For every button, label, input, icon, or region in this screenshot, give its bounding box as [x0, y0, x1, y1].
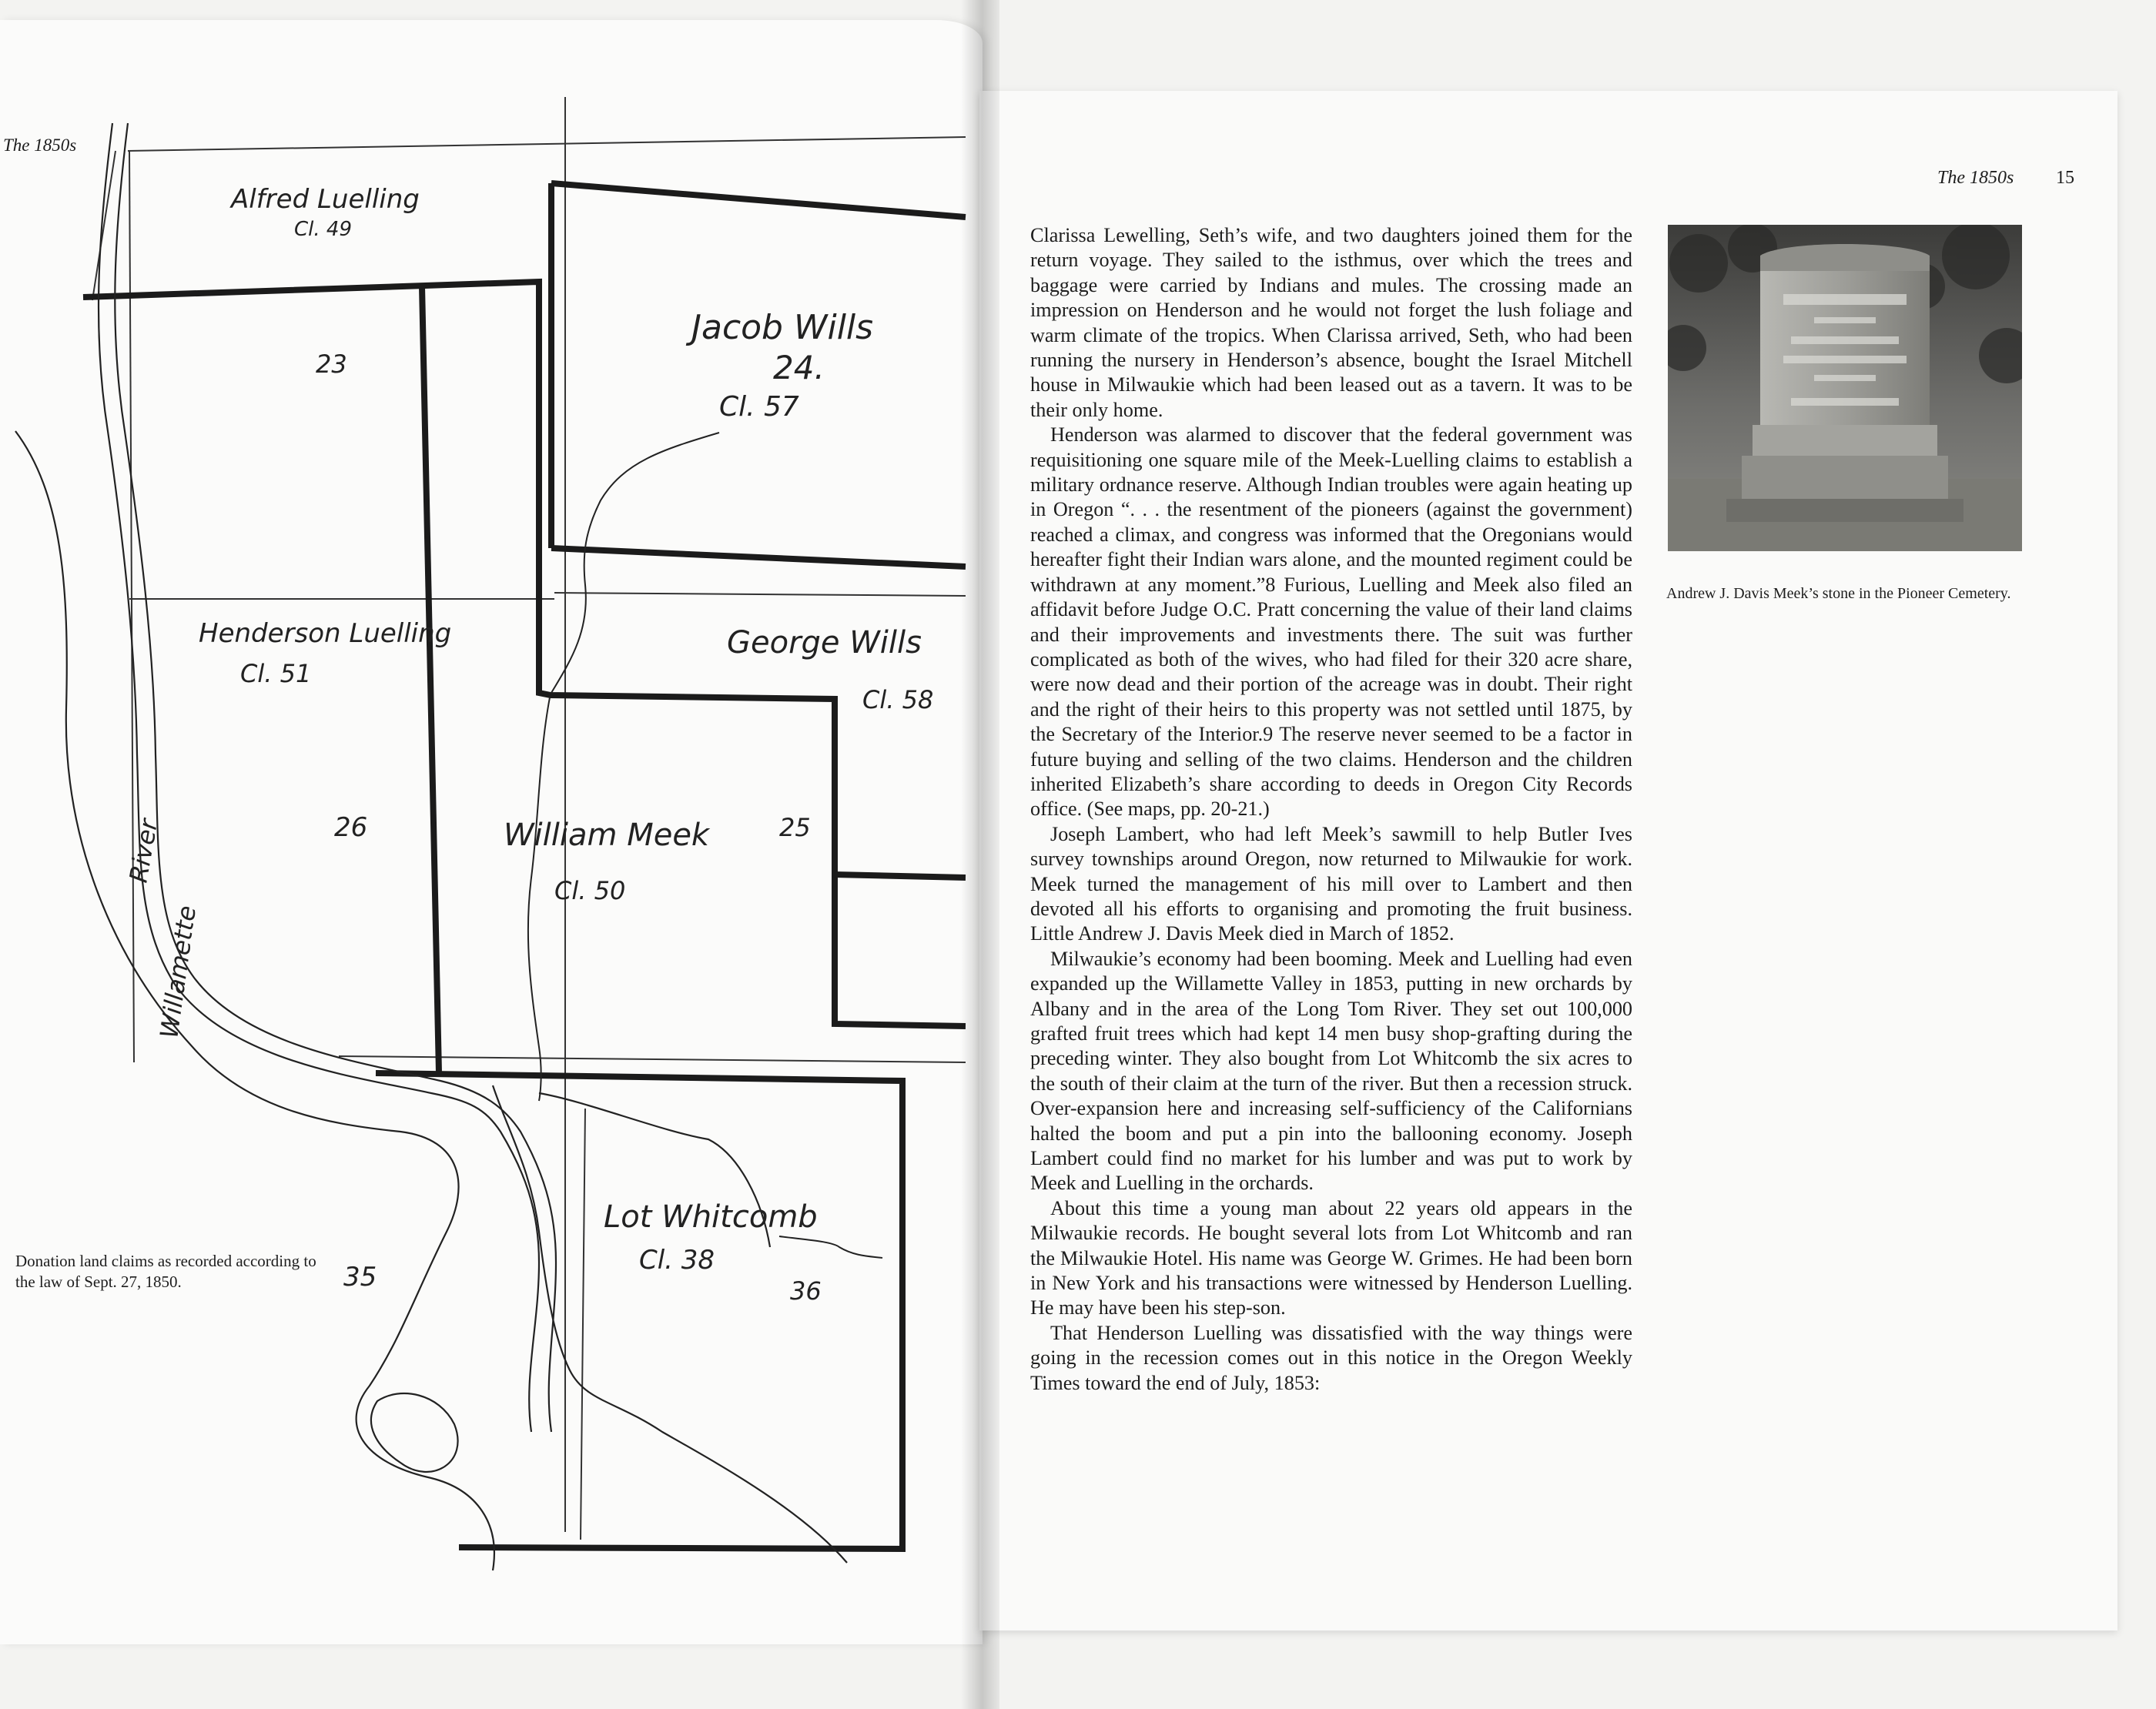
paragraph: That Henderson Luelling was dissatisfied… — [1030, 1321, 1632, 1394]
page-number: 15 — [2056, 168, 2074, 188]
paragraph: About this time a young man about 22 yea… — [1030, 1196, 1632, 1319]
map-caption: Donation land claims as recorded accordi… — [15, 1252, 316, 1291]
paragraph: Milwaukie’s economy had been booming. Me… — [1030, 947, 1632, 1195]
section-number-25: 25 — [779, 813, 811, 842]
claim-label-george-wills: George Wills — [727, 625, 922, 661]
section-number-23: 23 — [316, 349, 347, 379]
claim-number-lot-whitcomb: Cl. 38 — [639, 1245, 715, 1276]
book-gutter — [961, 0, 999, 1709]
running-head-left: The 1850s — [3, 135, 77, 155]
river-label-river: River — [123, 815, 163, 885]
left-page — [0, 20, 983, 1644]
running-head-right: The 1850s — [1937, 168, 2014, 188]
claim-number-jacob-wills: Cl. 57 — [719, 391, 799, 423]
claim-number-george-wills: Cl. 58 — [862, 685, 933, 714]
photo-caption: Andrew J. Davis Meek’s stone in the Pion… — [1666, 585, 2011, 602]
river-label-willamette: Willamette — [154, 904, 202, 1040]
claim-number-alfred-luelling: Cl. 49 — [294, 218, 352, 241]
section-number-26: 26 — [334, 812, 367, 843]
claim-label-lot-whitcomb: Lot Whitcomb — [604, 1199, 818, 1235]
donation-land-claims-map: Alfred Luelling Cl. 49 Jacob Wills 24. C… — [15, 97, 966, 1571]
section-number-36: 36 — [790, 1276, 822, 1306]
claim-label-william-meek: William Meek — [504, 818, 711, 853]
claim-label-henderson-luelling: Henderson Luelling — [199, 618, 451, 649]
claim-number-william-meek: Cl. 50 — [554, 876, 625, 905]
section-number-24: 24. — [773, 349, 825, 386]
paragraph: Clarissa Lewelling, Seth’s wife, and two… — [1030, 224, 1632, 421]
paragraph: Joseph Lambert, who had left Meek’s sawm… — [1030, 822, 1632, 945]
body-text: Clarissa Lewelling, Seth’s wife, and two… — [1030, 223, 1632, 1396]
claim-number-henderson-luelling: Cl. 51 — [240, 659, 311, 688]
claim-label-alfred-luelling: Alfred Luelling — [229, 184, 420, 215]
section-number-35: 35 — [343, 1262, 377, 1293]
claim-label-jacob-wills: Jacob Wills — [685, 308, 873, 347]
paragraph: Henderson was alarmed to discover that t… — [1030, 423, 1632, 821]
gravestone-photo — [1668, 225, 2022, 551]
